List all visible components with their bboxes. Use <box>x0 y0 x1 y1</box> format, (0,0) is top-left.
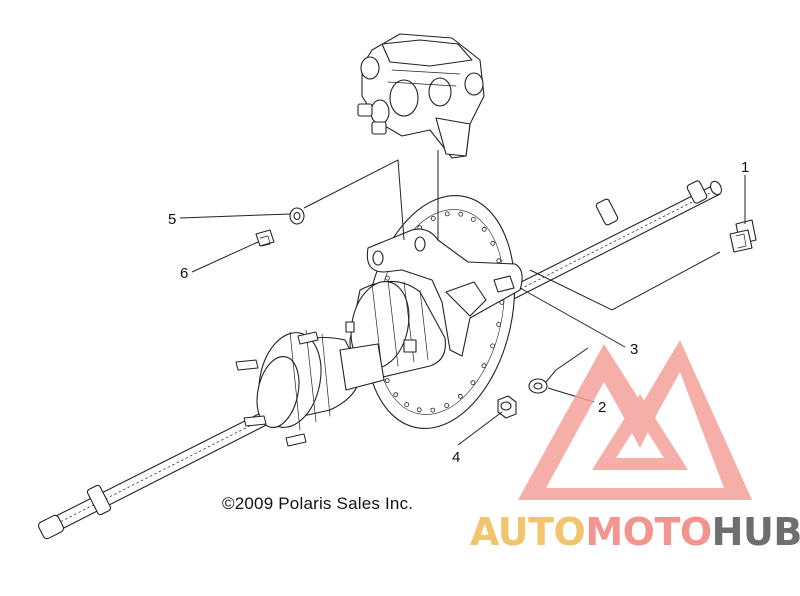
disc-hole <box>457 393 463 399</box>
disc-hole <box>444 211 450 217</box>
bolt-item-1 <box>729 219 757 253</box>
disc-hole <box>481 226 487 232</box>
watermark-moto: MOTO <box>585 510 712 554</box>
disc-hole <box>496 258 502 264</box>
disc-hole <box>470 380 476 386</box>
bolt-item-6 <box>255 229 275 247</box>
callout-3: 3 <box>630 341 638 358</box>
disc-hole <box>490 240 496 246</box>
watermark-auto: AUTO <box>470 510 586 554</box>
disc-hole <box>470 216 476 222</box>
washer-item-2 <box>528 378 548 394</box>
watermark-logo-icon <box>518 340 752 500</box>
disc-hole <box>384 275 390 281</box>
caliper-bracket <box>366 228 523 357</box>
disc-hole <box>458 211 464 217</box>
disc-hole <box>404 402 410 408</box>
watermark-hub: HUB <box>711 510 800 554</box>
disc-hole <box>490 343 496 349</box>
callout-6: 6 <box>180 265 188 282</box>
watermark-text: AUTOMOTOHUB <box>470 510 800 554</box>
callout-5: 5 <box>168 211 176 228</box>
callout-4: 4 <box>452 449 460 466</box>
disc-hole <box>430 216 436 221</box>
callout-2: 2 <box>598 399 606 416</box>
brake-caliper <box>357 33 485 159</box>
disc-hole <box>481 363 487 369</box>
disc-hole <box>430 407 436 413</box>
washer-item-5 <box>289 207 305 225</box>
copyright-notice: ©2009 Polaris Sales Inc. <box>222 494 414 513</box>
nut-item-4 <box>497 395 517 419</box>
wheel-hub <box>235 321 417 447</box>
disc-hole <box>416 407 422 413</box>
disc-hole <box>384 378 390 384</box>
disc-hole <box>496 322 502 327</box>
disc-hole <box>444 403 450 408</box>
disc-hole <box>393 392 399 398</box>
callout-1: 1 <box>741 159 749 176</box>
